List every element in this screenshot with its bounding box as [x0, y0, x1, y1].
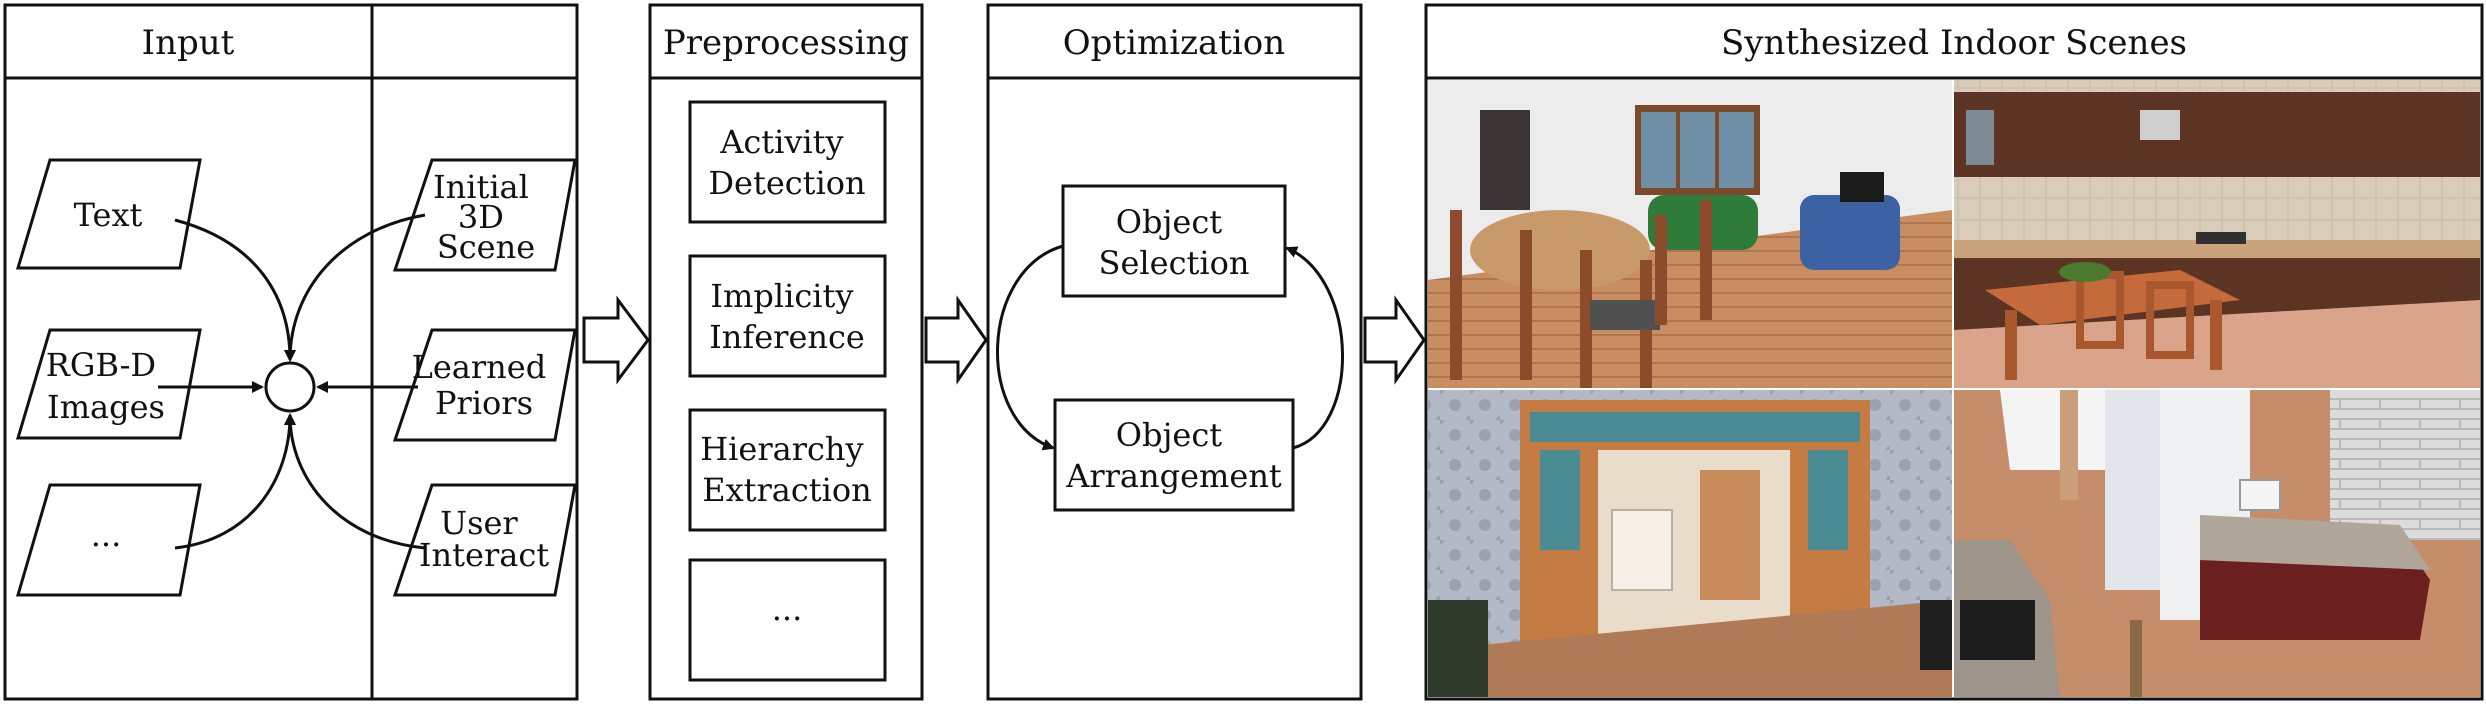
flow-arrow-2 [924, 295, 988, 385]
svg-text:Object Selection: Object Selection [1099, 203, 1250, 282]
preprocessing-panel-title: Preprocessing [663, 23, 909, 63]
object-arrangement-node: Object Arrangement [1053, 398, 1295, 512]
preprocessing-panel: Preprocessing Activity Detection Implici… [648, 3, 924, 701]
arrow-scene-to-fusion [284, 213, 426, 362]
fusion-node [264, 361, 316, 413]
input-source-rgbd-label: RGB-D Images [46, 346, 166, 426]
arrow-selection-to-arrangement [996, 244, 1064, 451]
step-more: ... [688, 558, 887, 682]
svg-text:...: ... [772, 590, 803, 628]
input-source-learned-priors: Learned Priors [392, 328, 577, 442]
arrow-user-to-fusion [284, 413, 426, 550]
arrow-more-to-fusion [174, 413, 296, 550]
step-hierarchy-extraction: Hierarchy Extraction [688, 408, 887, 532]
step-implicity-inference: Implicity Inference [688, 254, 887, 378]
object-selection-node: Object Selection [1061, 184, 1287, 298]
input-source-user-interact-label: User Interact [419, 504, 549, 574]
step-activity-detection: Activity Detection [688, 100, 887, 224]
scenes-panel: Synthesized Indoor Scenes [1424, 3, 2484, 701]
input-panel-border [3, 3, 579, 701]
flow-arrow-1 [582, 295, 650, 385]
input-panel: Input Text RGB-D Images ... Initial [3, 3, 577, 701]
input-panel-title: Input [142, 23, 235, 63]
arrow-text-to-fusion [174, 218, 296, 362]
scenes-panel-title: Synthesized Indoor Scenes [1721, 23, 2187, 63]
input-source-initial-scene-label: Initial 3D Scene [433, 168, 539, 266]
input-source-initial-scene: Initial 3D Scene [392, 158, 577, 272]
optimization-panel: Optimization Object Selection Object Arr… [986, 3, 1363, 701]
input-source-more: ... [16, 483, 202, 597]
scene-image-archway [1428, 390, 1952, 697]
scene-image-living-room [1428, 80, 1952, 388]
scene-image-kitchen-corner [1954, 390, 2480, 697]
flow-arrow-3 [1363, 295, 1426, 385]
input-source-user-interact: User Interact [392, 483, 577, 597]
optimization-panel-title: Optimization [1063, 23, 1285, 63]
svg-text:Object Arrangement: Object Arrangement [1065, 416, 1282, 495]
input-source-learned-priors-label: Learned Priors [412, 348, 557, 422]
scene-image-kitchen [1954, 80, 2480, 388]
input-source-rgbd: RGB-D Images [15, 328, 202, 440]
input-source-text-label: Text [74, 196, 143, 234]
svg-text:Implicity Inference: Implicity Inference [709, 277, 865, 356]
input-source-more-label: ... [91, 516, 122, 554]
arrow-arrangement-to-selection [1285, 246, 1344, 450]
svg-text:Hierarchy Extraction: Hierarchy Extraction [700, 430, 874, 509]
svg-text:Activity Detection: Activity Detection [708, 123, 865, 202]
input-source-text: Text [15, 158, 202, 270]
